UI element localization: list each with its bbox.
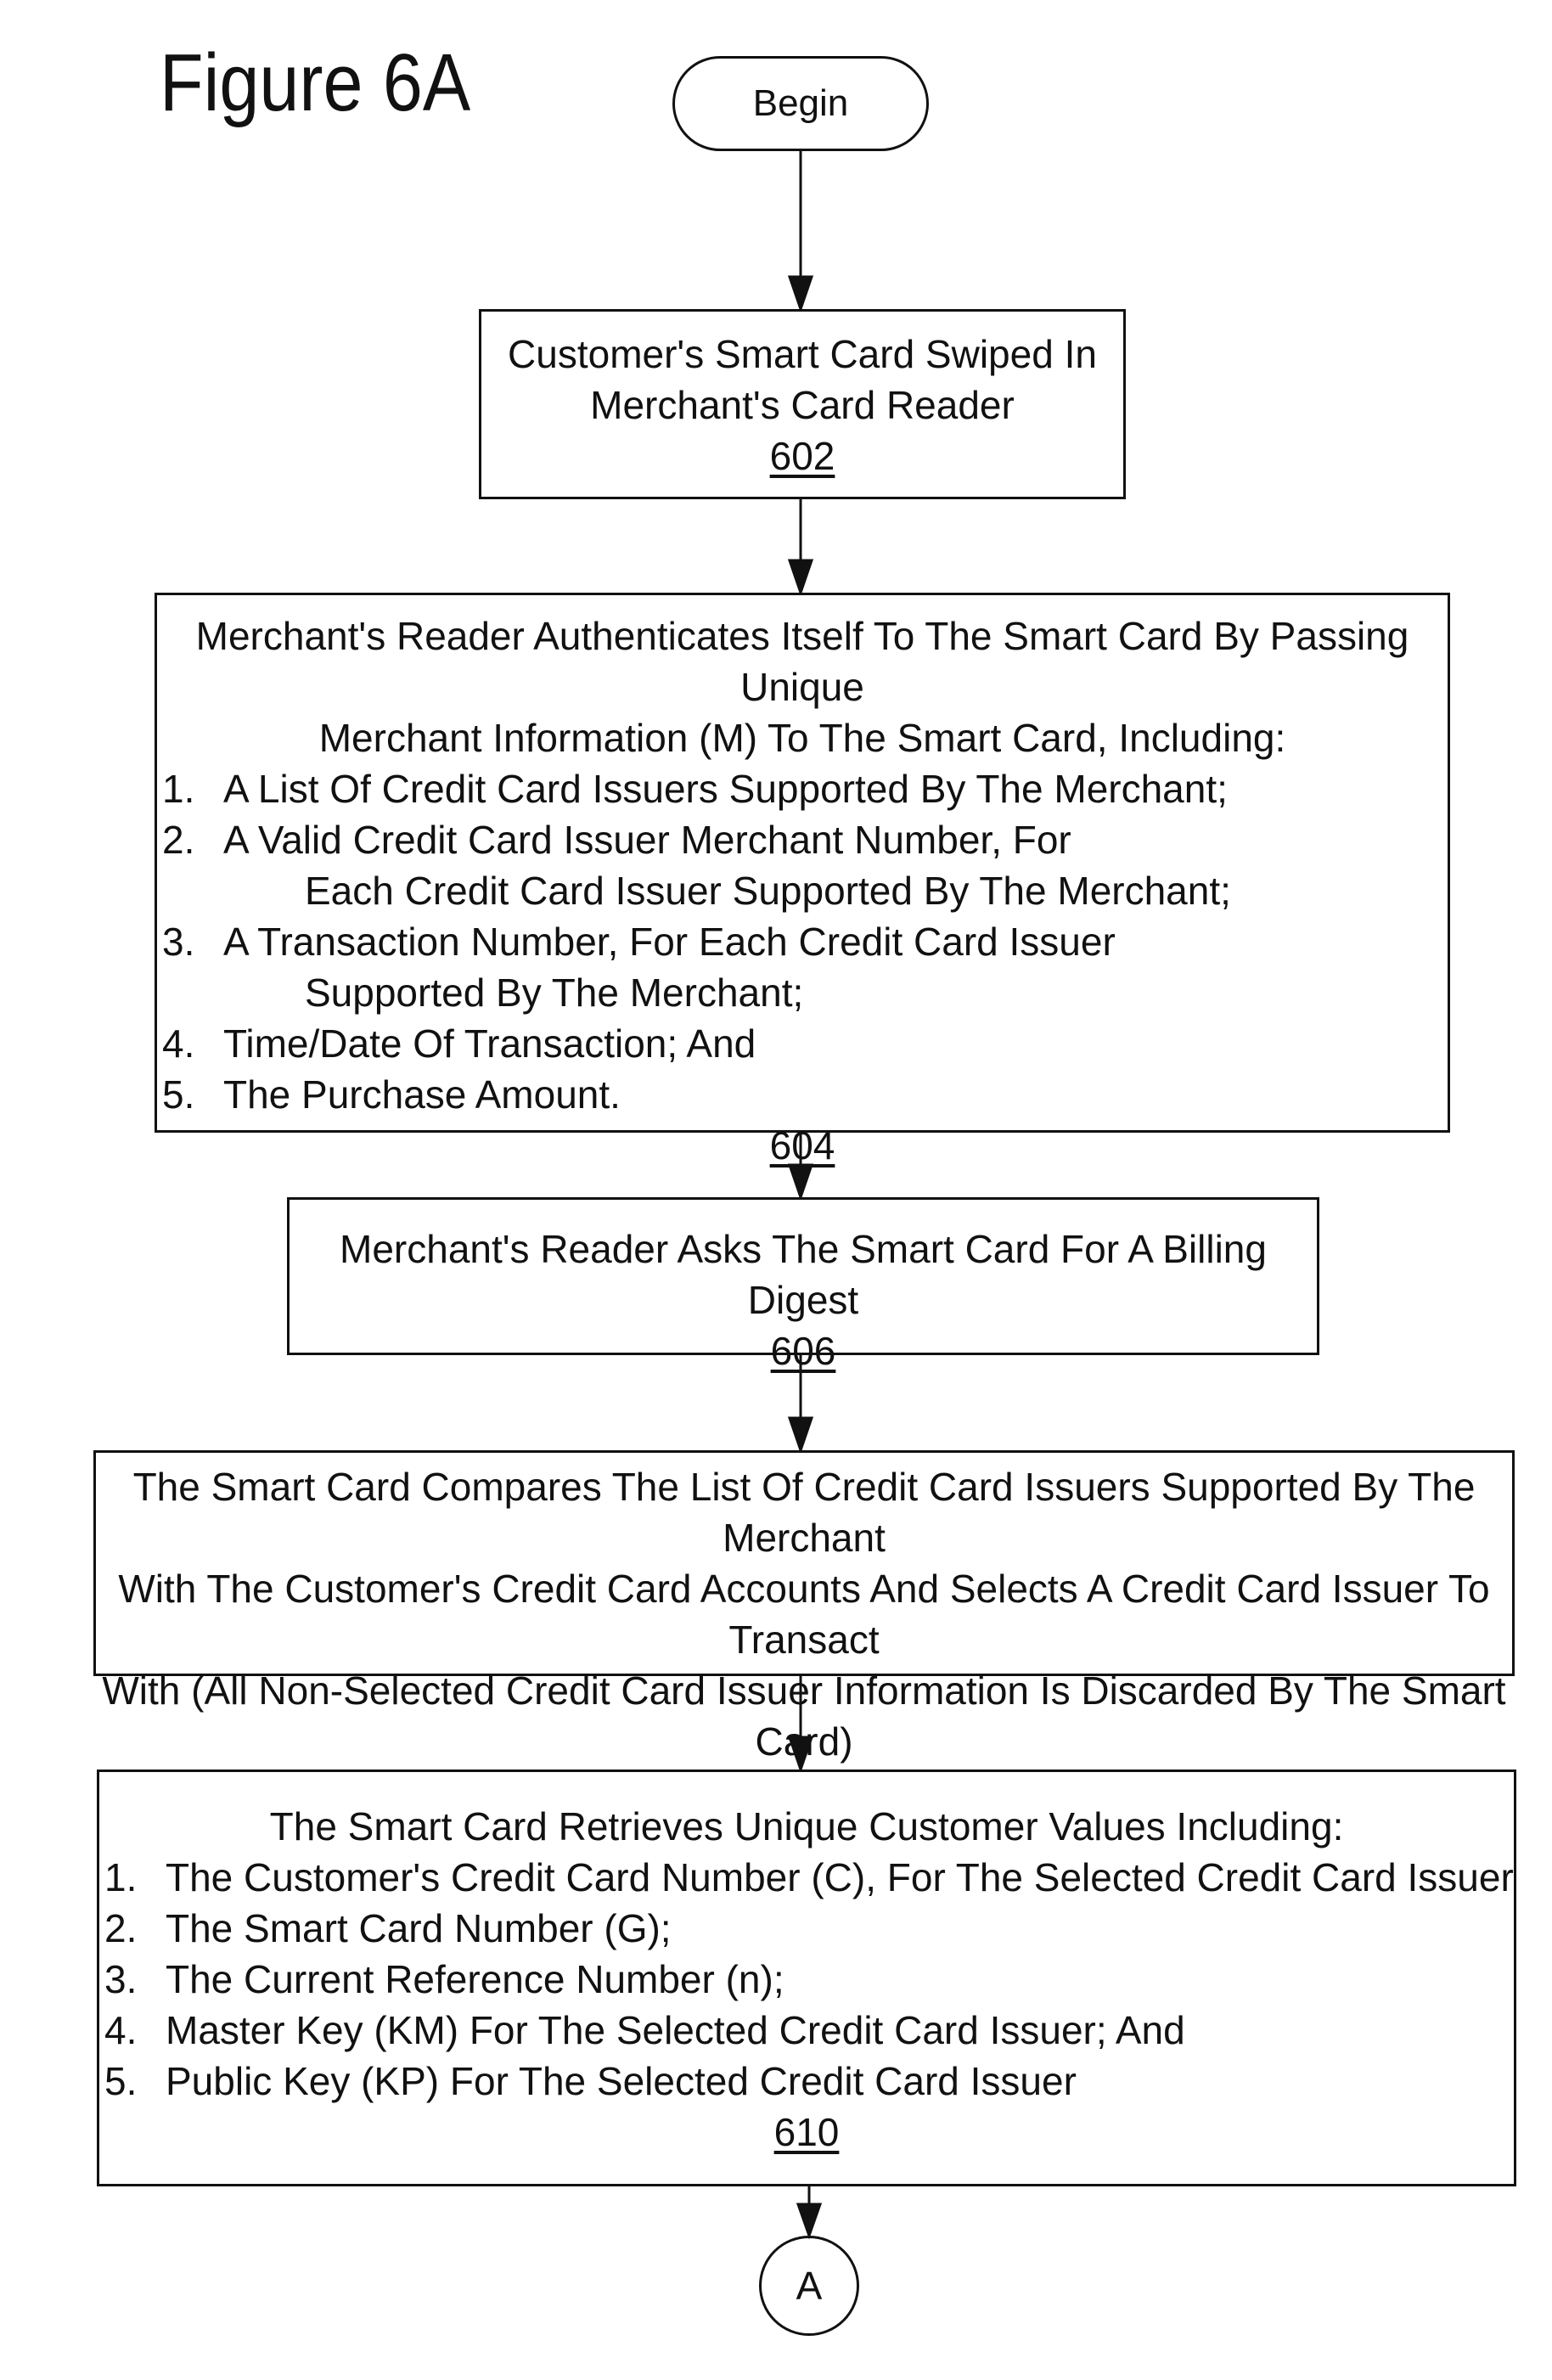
step-608-box: The Smart Card Compares The List Of Cred… [93, 1450, 1515, 1815]
list-item: 1. A List Of Credit Card Issuers Support… [157, 763, 1448, 814]
step-602-line-1: Customer's Smart Card Swiped In [508, 332, 1097, 376]
list-item-number: 5. [104, 2059, 138, 2103]
step-606-ref: 606 [770, 1329, 836, 1373]
list-item: 1. The Customer's Credit Card Number (C)… [99, 1852, 1514, 1903]
step-604-line-1: Merchant's Reader Authenticates Itself T… [195, 614, 1409, 709]
list-item-number: 5. [162, 1072, 195, 1117]
list-item: 5. Public Key (KP) For The Selected Cred… [99, 2056, 1514, 2107]
step-610-list: 1. The Customer's Credit Card Number (C)… [99, 1852, 1514, 2107]
list-item-text-main: A Valid Credit Card Issuer Merchant Numb… [223, 818, 1071, 862]
list-item: 2. A Valid Credit Card Issuer Merchant N… [157, 814, 1448, 916]
list-item-number: 3. [162, 920, 195, 964]
list-item-number: 4. [104, 2008, 138, 2052]
list-item-number: 1. [104, 1855, 138, 1899]
list-item: 4. Time/Date Of Transaction; And [157, 1018, 1448, 1069]
list-item-text-main: A Transaction Number, For Each Credit Ca… [223, 920, 1116, 964]
list-item-number: 2. [104, 1906, 138, 1950]
list-item-number: 4. [162, 1021, 195, 1066]
list-item-text: A List Of Credit Card Issuers Supported … [223, 763, 1448, 814]
list-item-text-main: A List Of Credit Card Issuers Supported … [223, 767, 1228, 811]
list-item: 3. A Transaction Number, For Each Credit… [157, 916, 1448, 1018]
list-item-number: 3. [104, 1957, 138, 2001]
step-610-box: The Smart Card Retrieves Unique Customer… [97, 1770, 1516, 2186]
step-608-line-3: With (All Non-Selected Credit Card Issue… [102, 1668, 1506, 1764]
list-item-text-continued: Supported By The Merchant; [305, 971, 804, 1015]
list-item-text: Public Key (KP) For The Selected Credit … [166, 2059, 1077, 2103]
list-item: 5. The Purchase Amount. [157, 1069, 1448, 1120]
list-item-text: Time/Date Of Transaction; And [223, 1018, 1448, 1069]
step-604-line-2: Merchant Information (M) To The Smart Ca… [318, 716, 1286, 760]
step-604-list: 1. A List Of Credit Card Issuers Support… [157, 763, 1448, 1120]
list-item-number: 1. [162, 767, 195, 811]
step-604-box: Merchant's Reader Authenticates Itself T… [155, 593, 1450, 1167]
step-608-line-1: The Smart Card Compares The List Of Cred… [132, 1465, 1476, 1560]
step-602-line-2: Merchant's Card Reader [590, 383, 1015, 427]
begin-label: Begin [752, 82, 849, 124]
begin-terminal: Begin [672, 56, 929, 151]
step-602-box: Customer's Smart Card Swiped In Merchant… [479, 309, 1126, 499]
list-item-text-continued: Each Credit Card Issuer Supported By The… [305, 869, 1231, 913]
step-610-ref: 610 [773, 2110, 840, 2154]
figure-title: Figure 6A [160, 37, 471, 128]
list-item-text: The Customer's Credit Card Number (C), F… [166, 1855, 1514, 1899]
step-606-box: Merchant's Reader Asks The Smart Card Fo… [287, 1197, 1319, 1373]
connector-label: A [796, 2264, 823, 2308]
list-item: 4. Master Key (KM) For The Selected Cred… [99, 2005, 1514, 2056]
list-item-text: A Valid Credit Card Issuer Merchant Numb… [223, 814, 1448, 916]
list-item: 3. The Current Reference Number (n); [99, 1954, 1514, 2005]
step-608-line-2: With The Customer's Credit Card Accounts… [118, 1567, 1490, 1662]
step-602-ref: 602 [769, 434, 835, 478]
list-item-text: Master Key (KM) For The Selected Credit … [166, 2008, 1185, 2052]
list-item-text-main: Time/Date Of Transaction; And [223, 1021, 756, 1066]
step-604-ref: 604 [769, 1123, 835, 1167]
list-item-text: The Smart Card Number (G); [166, 1906, 672, 1950]
list-item-text: The Current Reference Number (n); [166, 1957, 784, 2001]
offpage-connector: A [759, 2236, 859, 2336]
step-610-line-1: The Smart Card Retrieves Unique Customer… [269, 1804, 1344, 1848]
step-606-line-1: Merchant's Reader Asks The Smart Card Fo… [340, 1227, 1267, 1322]
list-item-text: A Transaction Number, For Each Credit Ca… [223, 916, 1448, 1018]
list-item-number: 2. [162, 818, 195, 862]
list-item-text: The Purchase Amount. [223, 1069, 1448, 1120]
list-item: 2. The Smart Card Number (G); [99, 1903, 1514, 1954]
list-item-text-main: The Purchase Amount. [223, 1072, 621, 1117]
